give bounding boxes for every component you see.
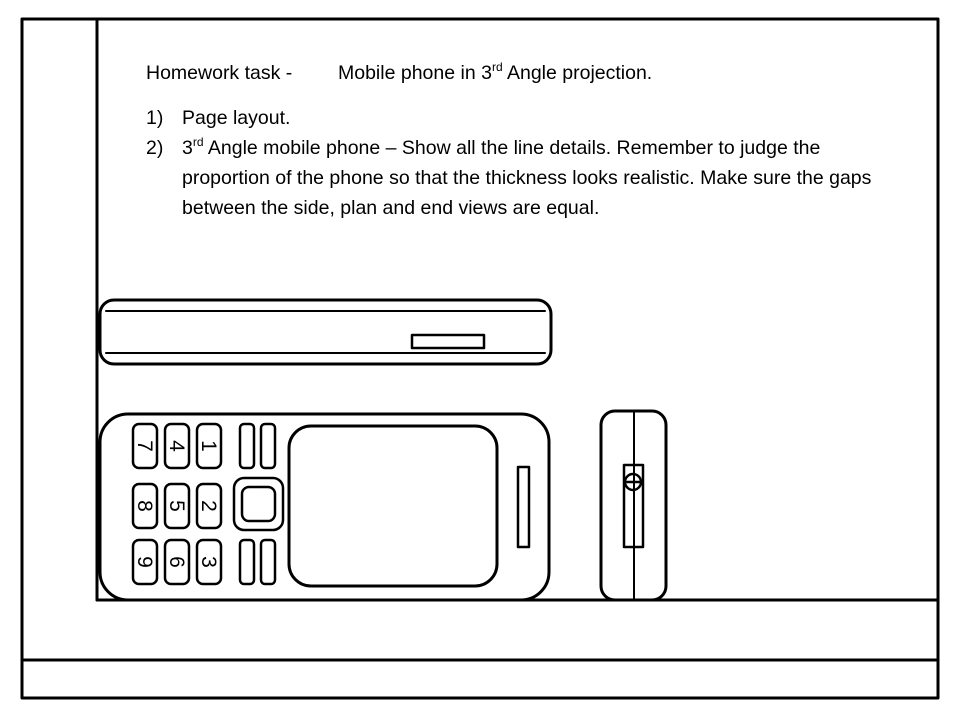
side-view	[98, 298, 553, 366]
key-label: 4	[165, 440, 188, 452]
sheet-border	[20, 17, 940, 700]
key-2	[195, 482, 223, 530]
soft-key-right-top	[259, 422, 277, 470]
key-7	[131, 422, 159, 470]
key-1	[195, 422, 223, 470]
end-view	[599, 409, 668, 602]
plan-view: 7 4 1 8 5 2 9 6 3	[98, 412, 551, 602]
soft-key-left-top	[238, 422, 256, 470]
task-title: Mobile phone in 3rd Angle projection.	[338, 59, 653, 85]
end-slot	[622, 463, 645, 549]
nav-pad-outer	[232, 476, 285, 532]
key-label: 5	[165, 500, 188, 512]
list-item: 2) 3rd Angle mobile phone – Show all the…	[146, 134, 872, 220]
soft-key-right-bottom	[259, 538, 277, 586]
side-view-outline	[98, 298, 553, 366]
plan-view-outline	[98, 412, 551, 602]
key-4	[163, 422, 191, 470]
key-5	[163, 482, 191, 530]
task-label: Homework task -	[146, 62, 293, 84]
key-label: 6	[165, 556, 188, 568]
key-label: 3	[197, 556, 220, 568]
screen	[287, 424, 499, 588]
key-label: 7	[133, 440, 156, 452]
key-8	[131, 482, 159, 530]
instruction-text: Homework task - Mobile phone in 3rd Angle…	[146, 58, 906, 223]
nav-pad-inner	[240, 485, 277, 523]
key-label: 9	[133, 556, 156, 568]
key-9	[131, 538, 159, 586]
speaker-slot	[516, 465, 531, 549]
key-label: 8	[133, 500, 156, 512]
key-label: 2	[197, 500, 220, 512]
task-heading: Homework task - Mobile phone in 3rd Angle…	[146, 58, 906, 88]
key-6	[163, 538, 191, 586]
side-button	[410, 333, 486, 350]
soft-key-left-bottom	[238, 538, 256, 586]
instruction-list: 1) Page layout. 2) 3rd Angle mobile phon…	[146, 103, 906, 223]
key-3	[195, 538, 223, 586]
list-item: 1) Page layout.	[146, 107, 291, 129]
key-label: 1	[197, 440, 220, 452]
